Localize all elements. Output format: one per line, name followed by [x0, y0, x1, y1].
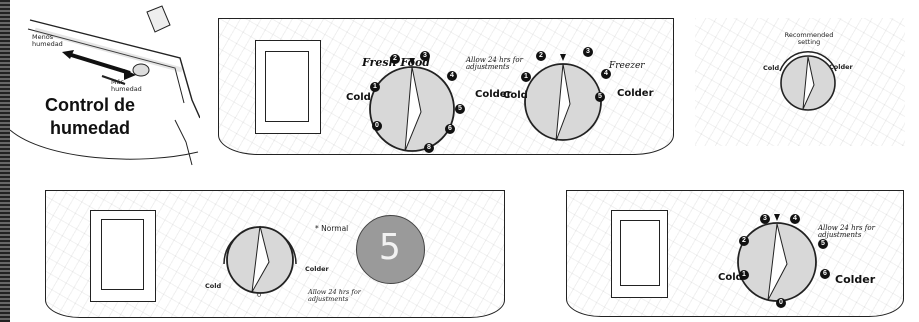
light-switch-d	[620, 220, 660, 286]
single-mark-2: 2	[739, 236, 749, 246]
fresh-mark-0: 0	[372, 121, 382, 131]
freezer-colder-label: Colder	[617, 88, 654, 99]
panel-a-note: Allow 24 hrs for adjustments	[466, 56, 523, 71]
single-mark-1: 1	[739, 270, 749, 280]
single-mark-6: 6	[820, 269, 830, 279]
fresh-mark-8: 8	[424, 143, 434, 153]
freezer-mark-2: 2	[536, 51, 546, 61]
single-cold-label: Cold	[718, 272, 743, 283]
freezer-mark-3: 3	[583, 47, 593, 57]
fresh-mark-4: 4	[447, 71, 457, 81]
display-digit: 5	[379, 227, 401, 268]
single-mark-5: 5	[818, 239, 828, 249]
light-switch-c	[101, 219, 144, 290]
digital-cold-label: Cold	[205, 282, 222, 290]
digital-zero-label: 0	[257, 291, 262, 299]
fresh-mark-1: 1	[370, 82, 380, 92]
freezer-dial	[524, 54, 602, 142]
fresh-colder-label: Colder	[475, 89, 512, 100]
fresh-mark-5: 5	[455, 104, 465, 114]
single-mark-0: 0	[776, 298, 786, 308]
single-colder-label: Colder	[835, 273, 876, 286]
digital-panel-dial	[223, 225, 297, 294]
fresh-mark-3: 3	[420, 51, 430, 61]
more-humidity-label: Más humedad	[111, 78, 142, 93]
freezer-mark-1: 1	[521, 72, 531, 82]
humidity-title-line1: Control de	[45, 95, 135, 115]
recommended-colder-label: Colder	[829, 63, 853, 71]
less-humidity-label: Menos humedad	[32, 33, 63, 48]
fresh-cold-label: Cold	[346, 92, 371, 103]
freezer-mark-4: 4	[601, 69, 611, 79]
recommended-setting-label: Recommended setting	[784, 31, 834, 46]
humidity-title-line2: humedad	[49, 118, 130, 138]
digital-display	[356, 215, 425, 284]
digital-colder-label: Colder	[305, 265, 329, 273]
humidity-title: Control de humedad	[35, 94, 145, 140]
recommended-dial	[779, 51, 837, 111]
single-panel-dial	[737, 214, 817, 302]
recommended-cold-label: Cold	[763, 64, 780, 72]
light-switch	[265, 51, 309, 122]
normal-label: * Normal	[315, 224, 349, 233]
single-note: Allow 24 hrs for adjustments	[818, 224, 875, 239]
fresh-mark-2: 2	[390, 54, 400, 64]
fresh-mark-6: 6	[445, 124, 455, 134]
freezer-mark-5: 5	[595, 92, 605, 102]
single-mark-4: 4	[790, 214, 800, 224]
page-edge-bar	[0, 0, 10, 322]
humidity-control-sketch	[10, 5, 200, 166]
digital-note: Allow 24 hrs for adjustments	[308, 288, 361, 303]
freezer-cold-label: Cold	[503, 90, 528, 101]
single-mark-3: 3	[760, 214, 770, 224]
fresh-food-dial	[369, 58, 455, 152]
freezer-label: Freezer	[609, 61, 645, 71]
